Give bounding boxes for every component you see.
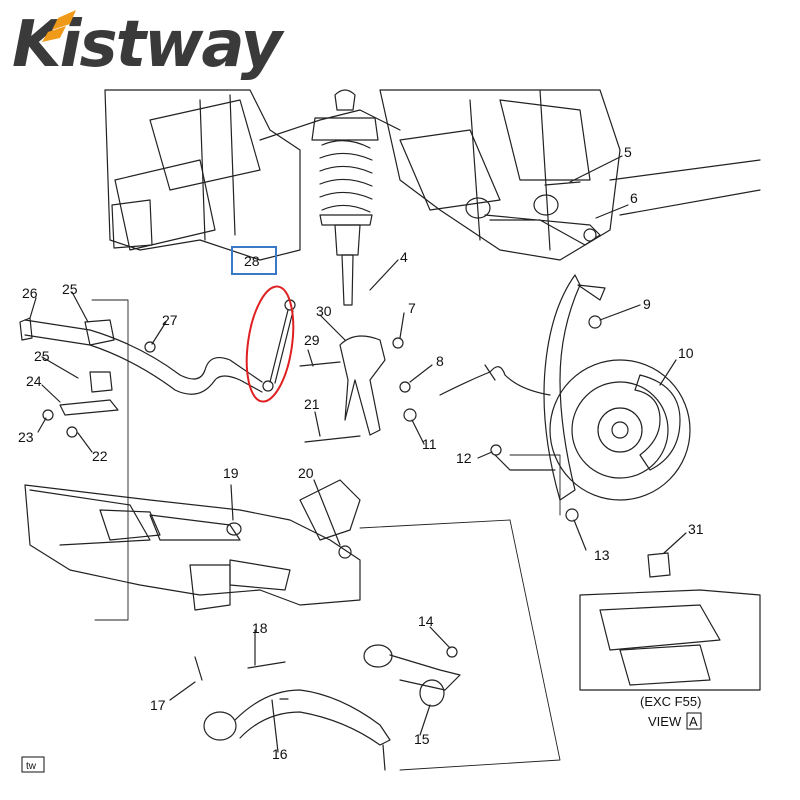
inset-view-a: [579, 552, 761, 691]
upper-frame-right: [379, 89, 761, 261]
callout-9: 9: [643, 296, 651, 312]
callout-labels: 4 5 6 7 8 9 10 11 12 13 14 15 16 17 18 1…: [18, 144, 704, 762]
callout-5: 5: [624, 144, 632, 160]
callout-14: 14: [418, 613, 434, 629]
callout-25-lower: 25: [34, 348, 50, 364]
subframe-and-rack: [24, 479, 361, 611]
steering-knuckle: [299, 335, 417, 443]
stabilizer-link: [262, 299, 296, 392]
callout-11: 11: [422, 436, 437, 452]
callout-6: 6: [630, 190, 638, 206]
callout-16: 16: [272, 746, 288, 762]
callout-20: 20: [298, 465, 314, 481]
stabilizer-link-highlight-oval: [245, 285, 295, 403]
assembly-frames: [91, 299, 561, 771]
callout-17: 17: [150, 697, 166, 713]
lower-rear-control-arm: [194, 656, 391, 771]
callout-23: 23: [18, 429, 34, 445]
brake-assembly: [543, 274, 691, 522]
corner-tag-box: [21, 756, 45, 773]
callout-26: 26: [22, 285, 38, 301]
callout-13: 13: [594, 547, 610, 563]
lower-front-control-arm: [363, 644, 461, 707]
callout-24: 24: [26, 373, 42, 389]
wheel-speed-sensor-harness: [439, 364, 556, 471]
callout-15: 15: [414, 731, 430, 747]
stabilizer-bar: [19, 317, 263, 395]
view-letter-box: [686, 712, 702, 730]
stabilizer-bushings: [42, 319, 156, 438]
callout-8: 8: [436, 353, 444, 369]
callout-21: 21: [304, 396, 320, 412]
callout-28-highlight-box: [231, 246, 277, 275]
callout-30: 30: [316, 303, 332, 319]
view-prefix: VIEW: [648, 714, 682, 729]
callout-28: 28: [244, 253, 260, 269]
callout-25-upper: 25: [62, 281, 78, 297]
callout-29: 29: [304, 332, 320, 348]
callout-12: 12: [456, 450, 472, 466]
callout-10: 10: [678, 345, 694, 361]
strut-assembly: [311, 89, 379, 306]
upper-control-arm: [465, 181, 601, 246]
view-qualifier: (EXC F55): [640, 694, 701, 709]
callout-22: 22: [92, 448, 108, 464]
callout-7: 7: [408, 300, 416, 316]
corner-tag-text: tw: [26, 761, 37, 772]
view-letter: A: [689, 714, 698, 729]
callout-4: 4: [400, 249, 408, 265]
callout-27: 27: [162, 312, 178, 328]
callout-31: 31: [688, 521, 704, 537]
callout-18: 18: [252, 620, 268, 636]
view-a-label: (EXC F55) VIEW A: [640, 694, 702, 730]
leader-lines: [29, 155, 687, 753]
callout-19: 19: [223, 465, 239, 481]
upper-frame-left: [104, 89, 401, 261]
corner-tag: tw: [21, 756, 45, 773]
